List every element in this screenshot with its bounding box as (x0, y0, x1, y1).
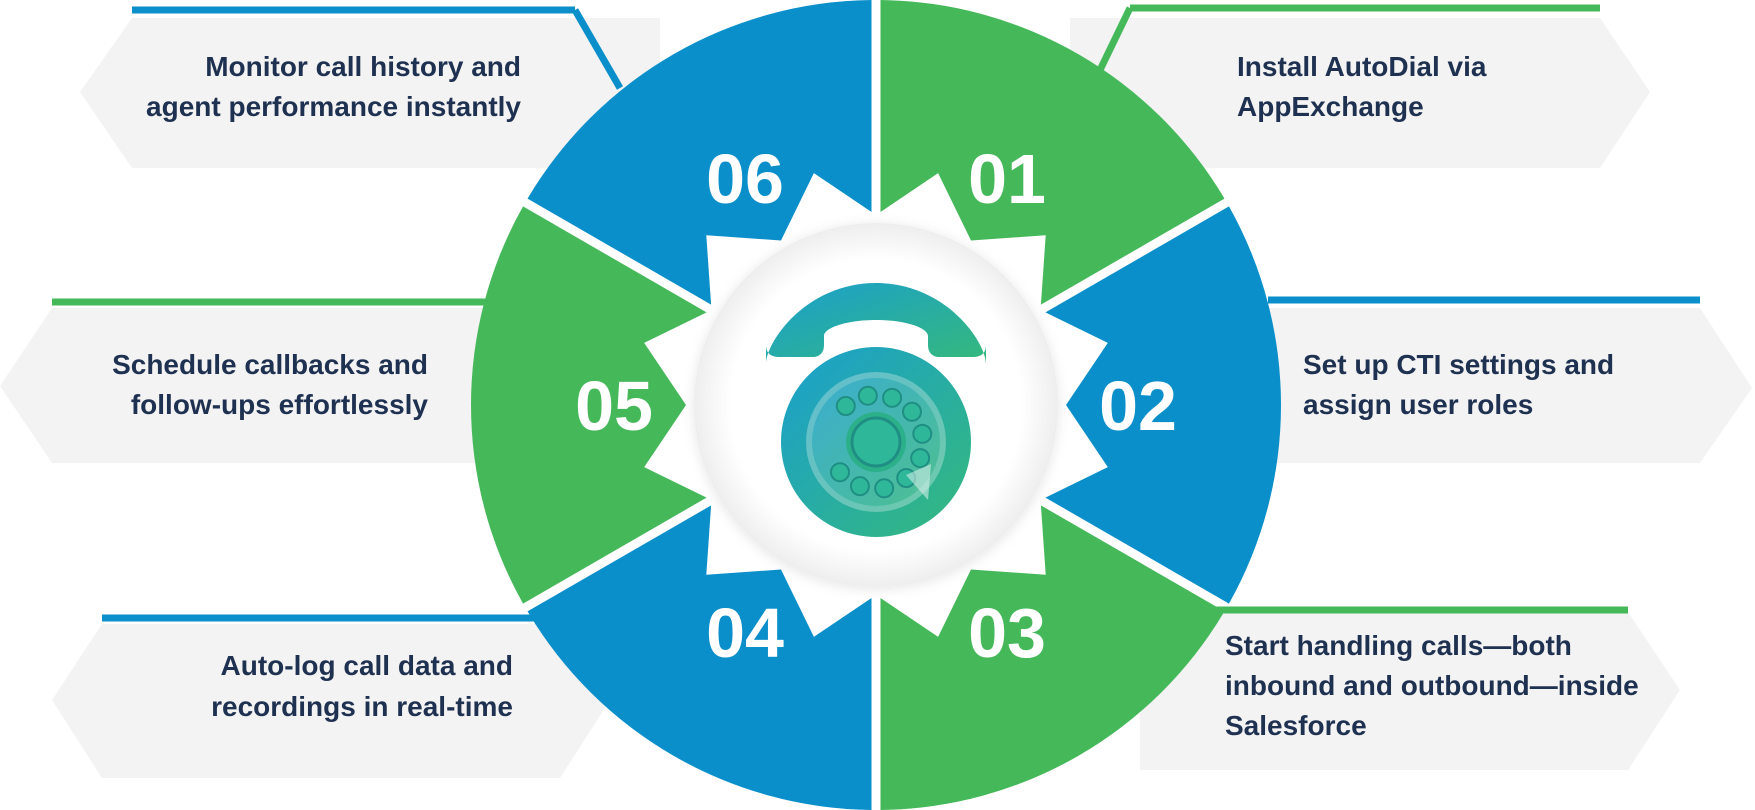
step-number-05: 05 (575, 367, 653, 445)
dial-hole (882, 387, 903, 408)
step-description-line: recordings in real-time (211, 691, 513, 722)
dial-hole (829, 462, 850, 483)
step-number-04: 04 (706, 594, 784, 672)
step-description-line: Schedule callbacks and (112, 349, 428, 380)
step-number-01: 01 (968, 140, 1046, 218)
dial-hole (910, 448, 931, 469)
step-panel-background (1220, 308, 1752, 463)
dial-hole (902, 401, 923, 422)
step-panel-02: Set up CTI settings and assign user roles (1220, 296, 1752, 463)
step-description-line: assign user roles (1303, 389, 1533, 420)
step-panel-background (52, 624, 610, 778)
step-number-03: 03 (968, 594, 1046, 672)
step-panel-04: Auto-log call data and recordings in real… (52, 614, 610, 778)
step-description-line: Salesforce (1225, 710, 1367, 741)
step-number-02: 02 (1099, 367, 1177, 445)
step-description-line: Start handling calls—both (1225, 630, 1572, 661)
step-description-line: agent performance instantly (146, 91, 521, 122)
step-accent-connector (1096, 6, 1134, 72)
dial-hole (849, 476, 870, 497)
dial-hole (857, 385, 878, 406)
step-description-line: Auto-log call data and (221, 650, 513, 681)
step-description-line: Install AutoDial via (1237, 51, 1487, 82)
step-panel-background (1140, 612, 1680, 770)
step-description-line: follow-ups effortlessly (131, 389, 429, 420)
step-panel-05: Schedule callbacks and follow-ups effortl… (0, 298, 530, 463)
step-number-06: 06 (706, 140, 784, 218)
wheel-segment-05 (471, 206, 874, 604)
step-panel-06: Monitor call history and agent performanc… (80, 6, 660, 168)
wheel-segment-02 (878, 206, 1282, 604)
dial-hole (874, 478, 895, 499)
step-panel-03: Start handling calls—both inbound and out… (1140, 606, 1680, 770)
step-description-line: AppExchange (1237, 91, 1424, 122)
rotary-telephone-icon (766, 283, 986, 537)
step-panel-background (80, 18, 660, 168)
dial-hole (912, 423, 933, 444)
step-description-line: inbound and outbound—inside (1225, 670, 1639, 701)
step-description-line: Monitor call history and (205, 51, 521, 82)
dial-hole (835, 395, 856, 416)
step-panel-background (0, 308, 530, 463)
step-panel-background (1070, 18, 1650, 168)
step-accent-connector (571, 8, 624, 90)
step-description-line: Set up CTI settings and (1303, 349, 1614, 380)
